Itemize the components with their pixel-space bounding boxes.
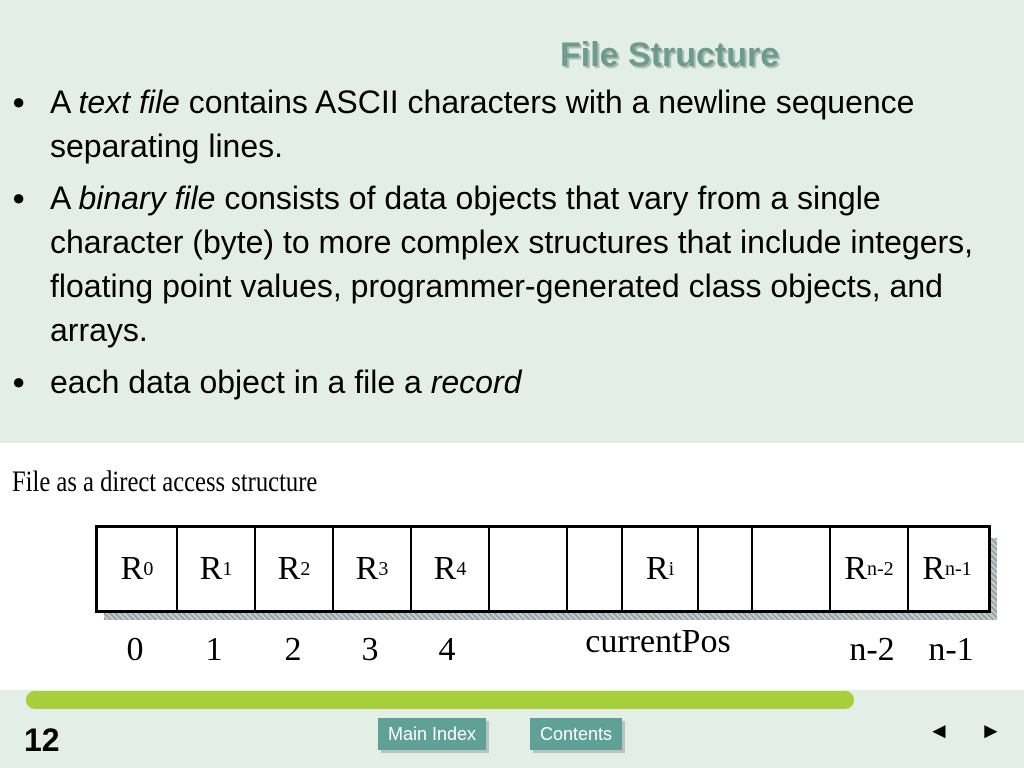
- bullet-dot-icon: ●: [12, 89, 26, 114]
- bullet-text-pre: A: [50, 180, 79, 216]
- bullet-text-pre: A: [50, 84, 79, 120]
- bullet-text-emphasis: record: [430, 364, 522, 400]
- record-subscript: 4: [456, 557, 467, 580]
- record-cell-empty: [488, 528, 566, 610]
- record-subscript: n-2: [867, 557, 894, 580]
- main-index-button[interactable]: Main Index: [378, 718, 487, 750]
- index-label: n-2: [849, 631, 895, 668]
- next-arrow-icon[interactable]: ►: [980, 718, 1002, 743]
- record-cell-empty: [697, 528, 751, 610]
- index-label: 3: [361, 631, 379, 668]
- progress-bar: [26, 691, 854, 709]
- record-subscript: n-1: [945, 557, 972, 580]
- diagram-caption: File as a direct access structure: [12, 465, 318, 498]
- bullet-dot-icon: ●: [12, 185, 26, 210]
- page-number: 12: [24, 722, 60, 758]
- prev-arrow-icon[interactable]: ◄: [928, 718, 950, 743]
- slide-title: File Structure: [560, 36, 780, 74]
- bullet-text-emphasis: text file: [78, 84, 180, 120]
- record-subscript: 3: [378, 557, 389, 580]
- index-label: 4: [438, 631, 456, 668]
- index-label: 2: [284, 631, 302, 668]
- index-label: 0: [126, 631, 144, 668]
- contents-button[interactable]: Contents: [530, 718, 623, 750]
- bullet-dot-icon: ●: [12, 369, 26, 394]
- bullet-text-post: consists of data objects that vary from …: [50, 180, 974, 348]
- bullet-item: ● A text file contains ASCII characters …: [12, 80, 1022, 168]
- record-cell-empty: [751, 528, 829, 610]
- index-label: n-1: [928, 631, 974, 668]
- bullet-text-emphasis: binary file: [78, 180, 216, 216]
- record-subscript: 0: [143, 557, 154, 580]
- index-label: 1: [205, 631, 223, 668]
- bullet-item: ● A binary file consists of data objects…: [12, 176, 1022, 352]
- bullet-text-pre: each data object in a file a: [50, 364, 431, 400]
- index-label: currentPos: [585, 623, 731, 660]
- record-subscript: i: [668, 557, 675, 580]
- record-subscript: 2: [300, 557, 311, 580]
- bullet-item: ● each data object in a file a record: [12, 360, 1022, 404]
- bullet-list: ● A text file contains ASCII characters …: [12, 80, 1022, 412]
- record-cell-empty: [566, 528, 621, 610]
- bullet-text-post: contains ASCII characters with a newline…: [50, 84, 915, 164]
- record-subscript: 1: [222, 557, 233, 580]
